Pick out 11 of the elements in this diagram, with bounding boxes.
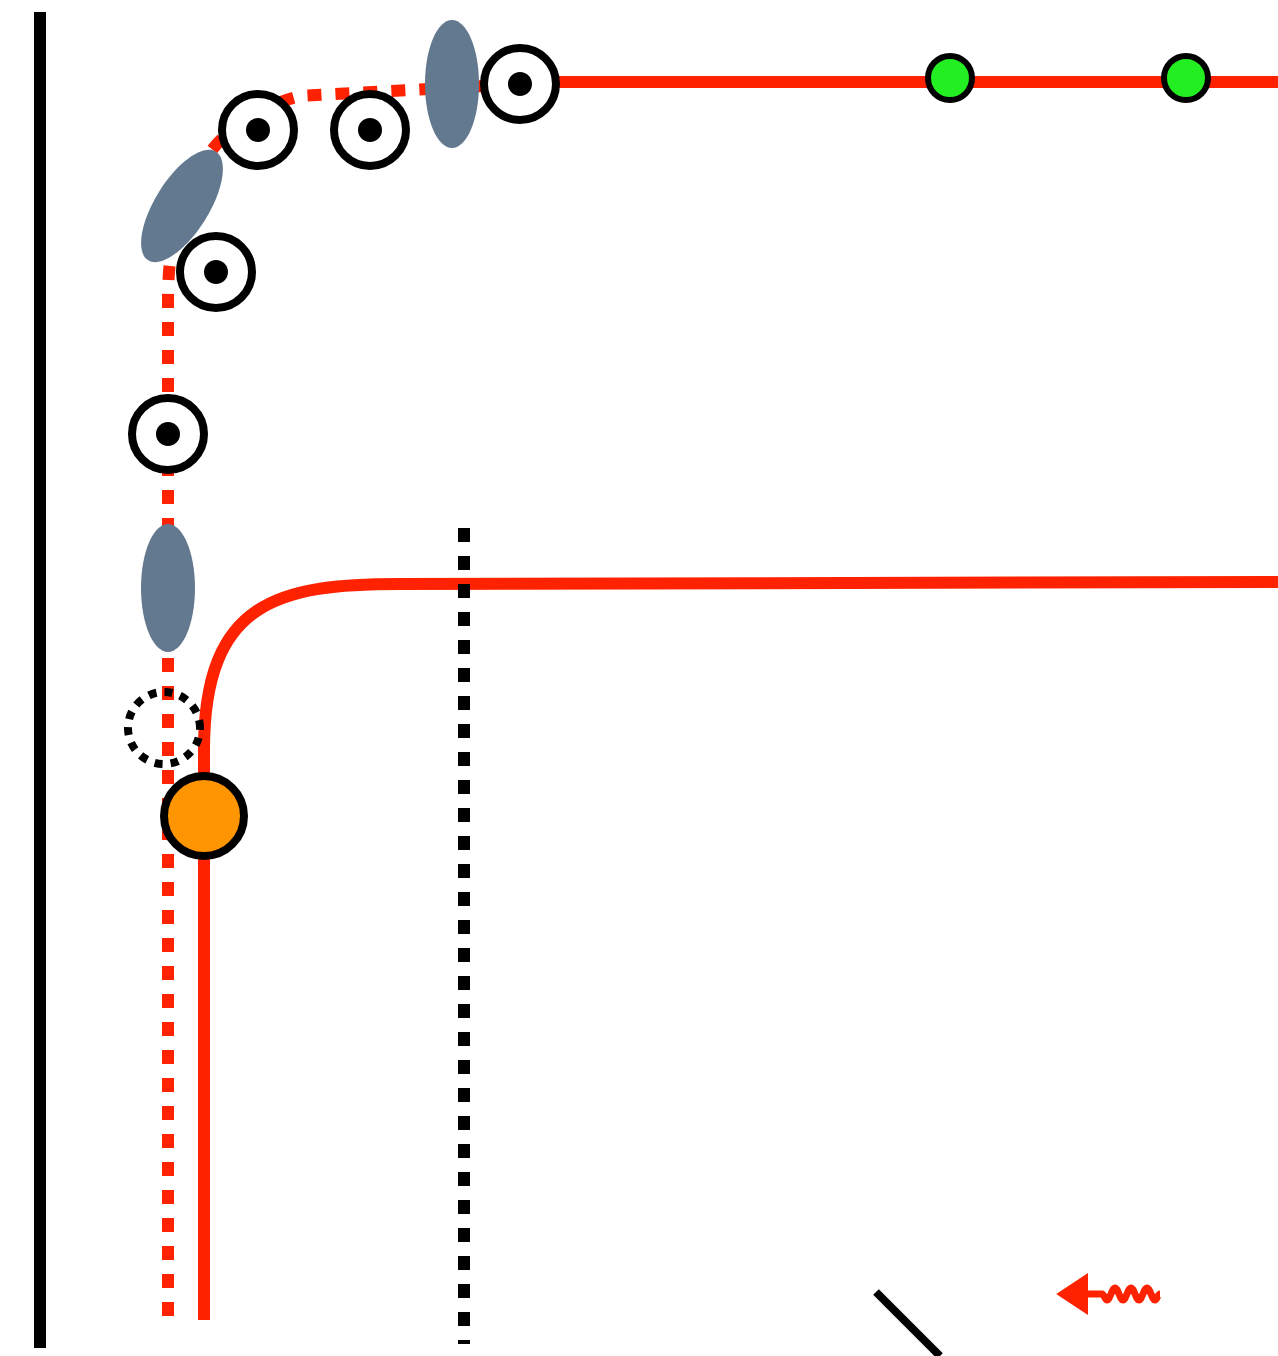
dot-marker — [925, 53, 975, 103]
ball — [160, 772, 248, 860]
ring-marker — [128, 394, 208, 474]
dashed-circle — [124, 688, 204, 768]
ellipse-marker — [141, 524, 195, 652]
ring-marker — [218, 90, 298, 170]
ellipse-marker — [425, 20, 479, 148]
ring-marker — [176, 232, 256, 312]
dot-marker — [1161, 53, 1211, 103]
ring-marker — [480, 44, 560, 124]
ring-marker — [330, 90, 410, 170]
